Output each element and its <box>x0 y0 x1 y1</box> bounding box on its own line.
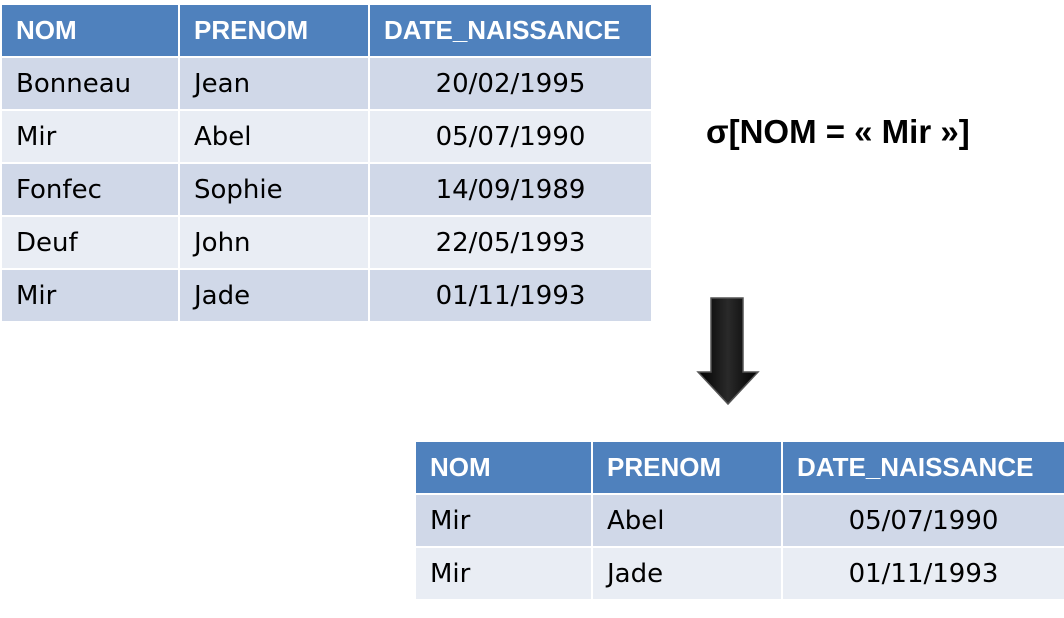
table-row: Bonneau Jean 20/02/1995 <box>0 56 653 111</box>
cell-nom: Fonfec <box>0 162 180 217</box>
down-arrow-icon <box>696 296 760 408</box>
cell-nom: Deuf <box>0 215 180 270</box>
table-row: Fonfec Sophie 14/09/1989 <box>0 162 653 217</box>
cell-nom: Mir <box>414 493 593 548</box>
header-cell-nom: NOM <box>414 440 593 495</box>
header-cell-prenom: PRENOM <box>591 440 783 495</box>
header-cell-date-naissance: DATE_NAISSANCE <box>368 3 653 58</box>
cell-prenom: Jade <box>591 546 783 601</box>
cell-date-naissance: 14/09/1989 <box>368 162 653 217</box>
cell-nom: Mir <box>0 268 180 323</box>
cell-date-naissance: 05/07/1990 <box>781 493 1064 548</box>
table-row: Mir Abel 05/07/1990 <box>0 109 653 164</box>
header-cell-nom: NOM <box>0 3 180 58</box>
cell-date-naissance: 22/05/1993 <box>368 215 653 270</box>
cell-date-naissance: 01/11/1993 <box>368 268 653 323</box>
cell-nom: Bonneau <box>0 56 180 111</box>
cell-prenom: Abel <box>178 109 370 164</box>
header-cell-date-naissance: DATE_NAISSANCE <box>781 440 1064 495</box>
cell-prenom: Sophie <box>178 162 370 217</box>
table-row: Mir Abel 05/07/1990 <box>414 493 1064 548</box>
cell-date-naissance: 01/11/1993 <box>781 546 1064 601</box>
cell-prenom: Jean <box>178 56 370 111</box>
cell-nom: Mir <box>414 546 593 601</box>
cell-date-naissance: 05/07/1990 <box>368 109 653 164</box>
table-row: Deuf John 22/05/1993 <box>0 215 653 270</box>
selection-expression: σ[NOM = « Mir »] <box>706 113 970 150</box>
cell-prenom: Jade <box>178 268 370 323</box>
header-cell-prenom: PRENOM <box>178 3 370 58</box>
source-header-row: NOM PRENOM DATE_NAISSANCE <box>0 3 653 58</box>
table-row: Mir Jade 01/11/1993 <box>414 546 1064 601</box>
cell-date-naissance: 20/02/1995 <box>368 56 653 111</box>
source-table: NOM PRENOM DATE_NAISSANCE Bonneau Jean 2… <box>0 3 653 323</box>
cell-prenom: John <box>178 215 370 270</box>
table-row: Mir Jade 01/11/1993 <box>0 268 653 323</box>
cell-prenom: Abel <box>591 493 783 548</box>
result-header-row: NOM PRENOM DATE_NAISSANCE <box>414 440 1064 495</box>
cell-nom: Mir <box>0 109 180 164</box>
result-table: NOM PRENOM DATE_NAISSANCE Mir Abel 05/07… <box>414 440 1064 601</box>
